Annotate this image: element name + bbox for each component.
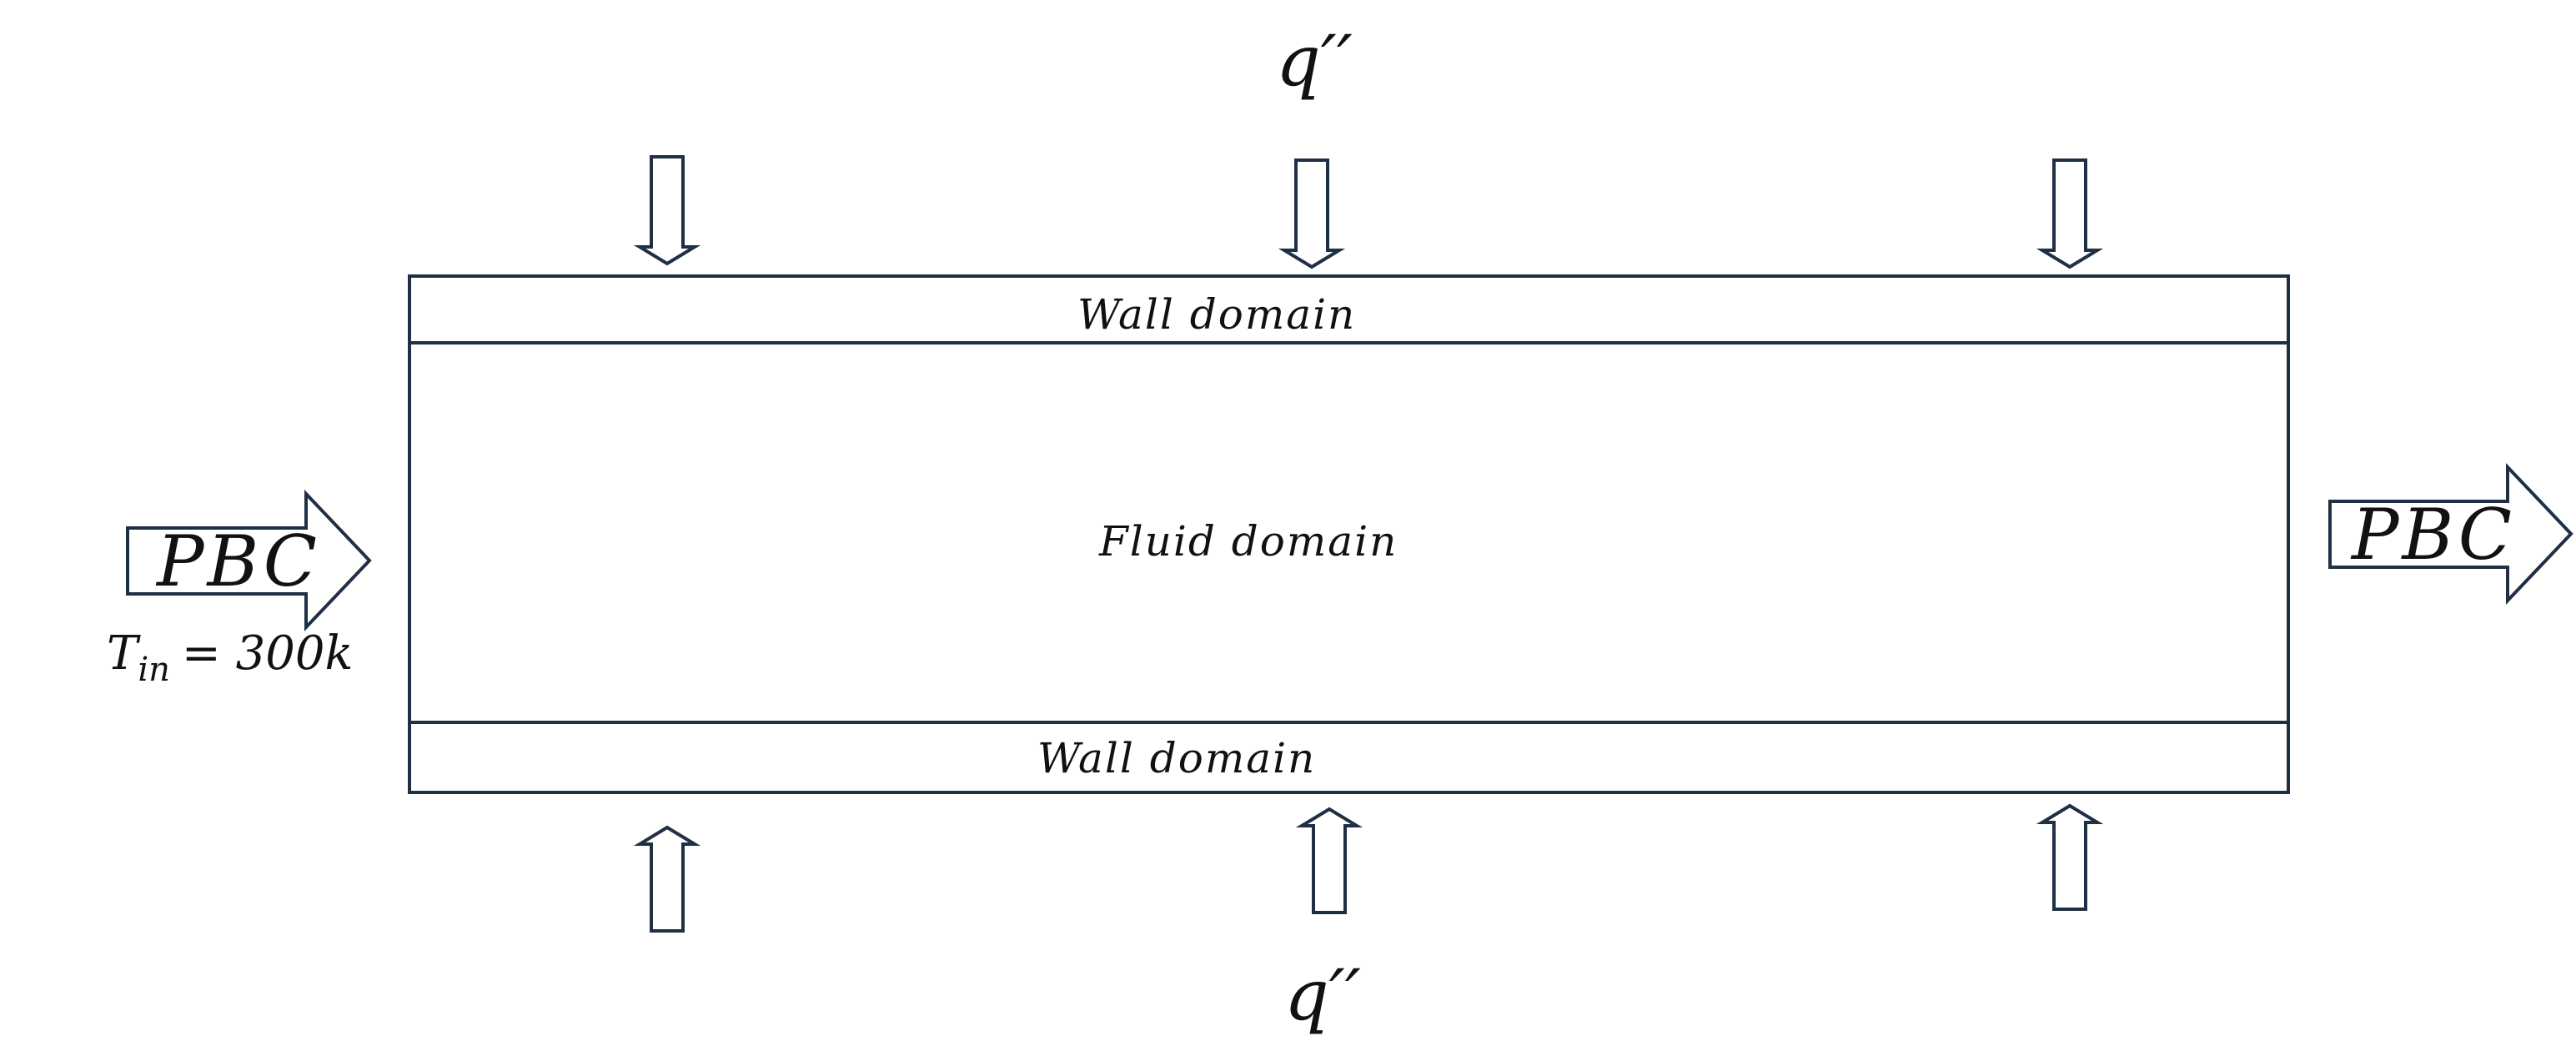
bottom-wall-label: Wall domain	[1037, 734, 1316, 782]
down-arrow-icon	[633, 155, 701, 266]
inlet-temperature-label: Tin = 300k	[107, 626, 353, 689]
inlet-pbc-label: PBC	[155, 520, 320, 602]
up-arrow-icon	[633, 825, 701, 933]
inlet-temperature-subscript: in	[138, 651, 170, 689]
fluid-domain-label: Fluid domain	[1098, 517, 1398, 566]
heat-flux-top-label: q′′	[1276, 20, 1353, 102]
inlet-temperature-symbol: T	[107, 626, 141, 681]
outlet-pbc-label: PBC	[2350, 494, 2515, 576]
outlet-right-arrow-icon	[2328, 462, 2573, 606]
heat-flux-bottom-label: q′′	[1284, 954, 1361, 1036]
up-arrow-icon	[2036, 803, 2104, 911]
channel-outline	[408, 274, 2290, 794]
up-arrow-icon	[1295, 807, 1363, 914]
inlet-temperature-value: = 300k	[182, 626, 354, 681]
top-wall-label: Wall domain	[1077, 290, 1356, 339]
down-arrow-icon	[1278, 158, 1346, 269]
down-arrow-icon	[2036, 158, 2104, 269]
inlet-right-arrow-icon	[126, 489, 372, 632]
